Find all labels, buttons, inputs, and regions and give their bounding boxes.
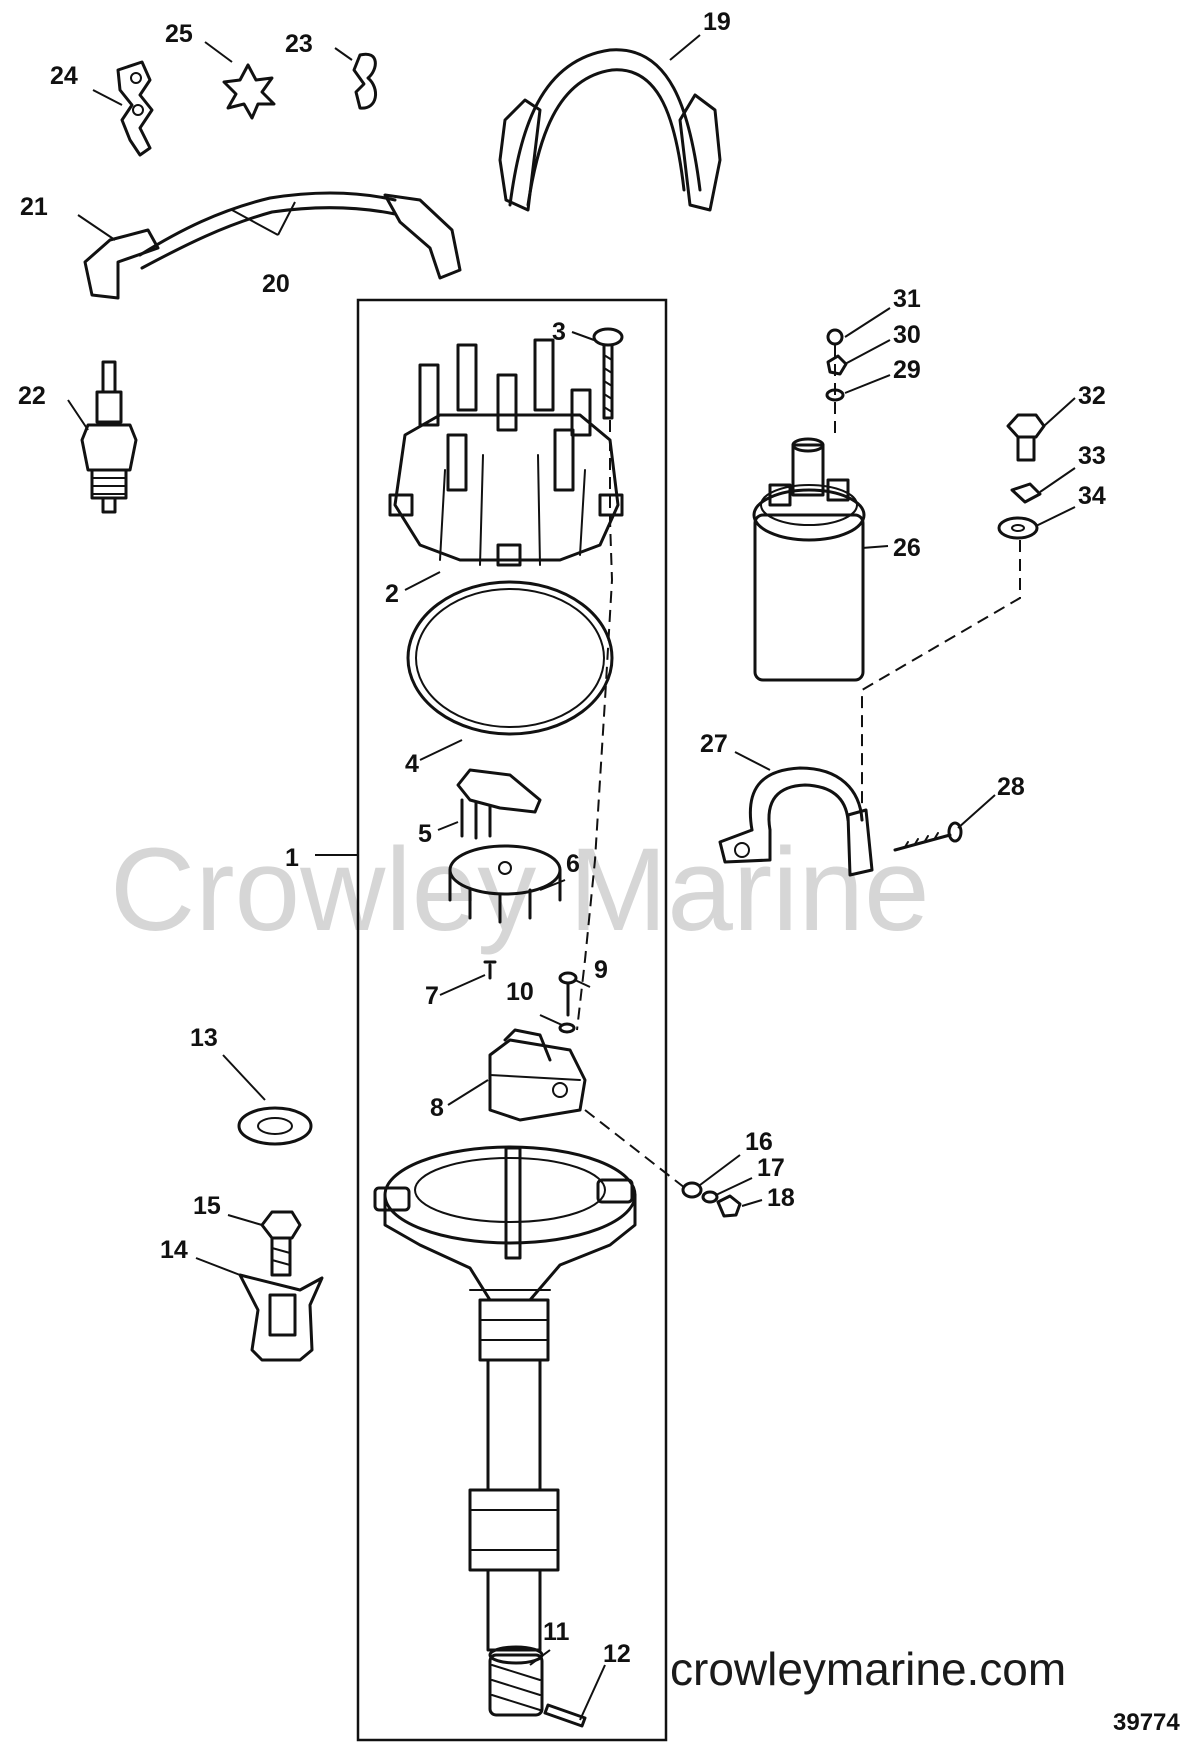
cap-screw <box>592 327 624 420</box>
large-washer <box>237 1106 313 1146</box>
bolt-lockwasher <box>1010 482 1042 504</box>
lock-washer <box>701 1190 719 1204</box>
callout-24: 24 <box>50 62 78 90</box>
bolt-flat-washer <box>997 516 1039 540</box>
rotor <box>456 768 542 840</box>
callout-31: 31 <box>893 285 921 313</box>
coil-bracket <box>718 766 874 877</box>
kit-enclosure-box <box>356 298 668 1742</box>
callout-15: 15 <box>193 1192 221 1220</box>
plug-wire-straight <box>83 191 462 300</box>
callout-18: 18 <box>767 1184 795 1212</box>
callout-3: 3 <box>552 318 566 346</box>
callout-34: 34 <box>1078 482 1106 510</box>
wire-clip <box>352 52 377 110</box>
figure-number: 39774 <box>1113 1709 1180 1736</box>
distributor-shaft <box>468 1298 560 1652</box>
callout-22: 22 <box>18 382 46 410</box>
hold-down-bolt <box>260 1210 302 1277</box>
callout-20: 20 <box>262 270 290 298</box>
callout-28: 28 <box>997 773 1025 801</box>
hold-down-clamp <box>238 1273 324 1362</box>
callout-10: 10 <box>506 978 534 1006</box>
callout-25: 25 <box>165 20 193 48</box>
callout-33: 33 <box>1078 442 1106 470</box>
wire-separator <box>116 60 154 157</box>
callout-7: 7 <box>425 982 439 1010</box>
callout-12: 12 <box>603 1640 631 1668</box>
watermark-brand: Crowley Marine <box>110 824 930 956</box>
plug-wire-u-shape <box>498 48 722 212</box>
callout-26: 26 <box>893 534 921 562</box>
roll-pin <box>543 1703 587 1728</box>
hex-nut <box>716 1194 742 1218</box>
callout-2: 2 <box>385 580 399 608</box>
callout-9: 9 <box>594 956 608 984</box>
callout-17: 17 <box>757 1154 785 1182</box>
watermark-url: crowleymarine.com <box>670 1643 1066 1695</box>
callout-8: 8 <box>430 1094 444 1122</box>
flat-washer <box>681 1181 703 1199</box>
module-screw <box>558 971 578 1017</box>
leader-lines <box>67 34 1076 1721</box>
small-washer <box>558 1022 576 1034</box>
gasket-ring <box>406 580 614 736</box>
callout-4: 4 <box>405 750 419 778</box>
pole-piece <box>448 844 562 924</box>
callout-32: 32 <box>1078 382 1106 410</box>
callout-29: 29 <box>893 356 921 384</box>
callout-19: 19 <box>703 8 731 36</box>
callout-30: 30 <box>893 321 921 349</box>
spark-plug <box>80 360 138 514</box>
ignition-module <box>488 1028 587 1122</box>
callout-23: 23 <box>285 30 313 58</box>
alignment-line-module-nut <box>584 1109 686 1189</box>
small-screw <box>483 960 497 980</box>
star-bracket <box>222 63 276 120</box>
distributor-housing <box>373 1145 637 1302</box>
coil-bolt <box>1006 413 1046 462</box>
drive-gear <box>488 1645 544 1717</box>
callout-5: 5 <box>418 820 432 848</box>
alignment-line-bolt <box>861 540 1021 810</box>
bracket-screw <box>893 821 963 852</box>
coil-nut-top <box>826 328 844 346</box>
callout-27: 27 <box>700 730 728 758</box>
callout-1: 1 <box>285 844 299 872</box>
callout-13: 13 <box>190 1024 218 1052</box>
callout-14: 14 <box>160 1236 188 1264</box>
callout-21: 21 <box>20 193 48 221</box>
coil-lockwasher <box>826 354 848 376</box>
distributor-cap <box>388 338 624 567</box>
alignment-line-cap-screw <box>576 420 614 1031</box>
callout-11: 11 <box>543 1618 570 1646</box>
callout-16: 16 <box>745 1128 773 1156</box>
callout-6: 6 <box>566 850 580 878</box>
ignition-coil <box>752 437 866 682</box>
